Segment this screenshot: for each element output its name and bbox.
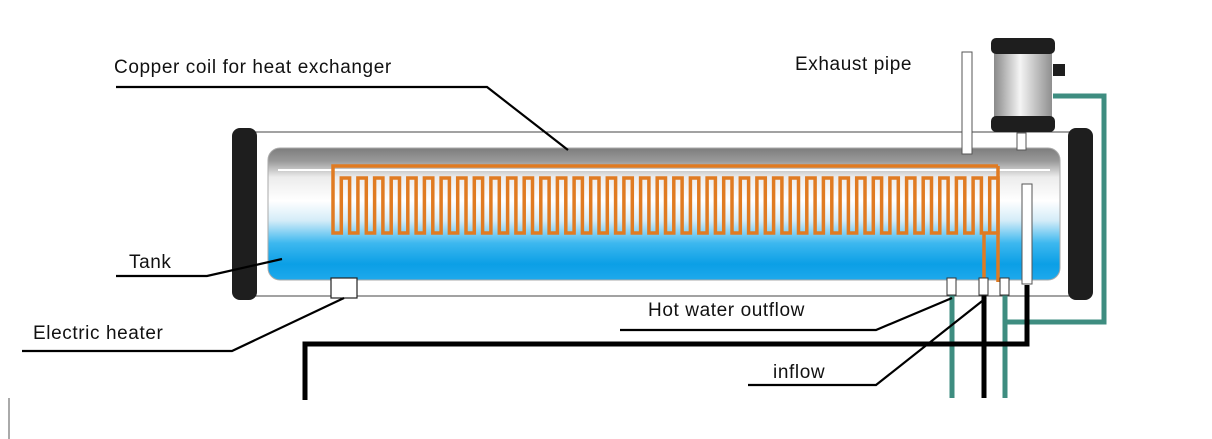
label-inflow: inflow xyxy=(773,362,825,383)
expansion-tank-bottom-cap xyxy=(991,116,1055,132)
exhaust-pipe xyxy=(961,51,973,155)
expansion-tank-body xyxy=(994,52,1052,118)
leader-hot-water-outflow xyxy=(620,296,953,332)
heat-exchanger-coil xyxy=(331,164,1000,235)
expansion-tank-top-cap xyxy=(991,38,1055,54)
leader-copper-coil xyxy=(116,85,569,151)
electric-heater-box xyxy=(330,277,358,299)
leader-inflow xyxy=(748,297,987,387)
leader-electric-heater xyxy=(22,297,345,353)
green-pipe-loop xyxy=(1005,93,1107,325)
tank-end-cap-right xyxy=(1068,128,1093,300)
label-tank: Tank xyxy=(129,252,172,273)
tank-end-cap-left xyxy=(232,128,257,300)
label-copper-coil: Copper coil for heat exchanger xyxy=(114,57,392,78)
pipe-connector-1 xyxy=(946,277,957,296)
expansion-tank-nozzle xyxy=(1053,64,1065,76)
leader-tank xyxy=(116,257,283,278)
expansion-tank-connector xyxy=(1016,132,1027,151)
pipe-connector-2 xyxy=(978,277,989,296)
label-hot-water-outflow: Hot water outflow xyxy=(648,300,805,321)
pipe-connector-3 xyxy=(999,277,1010,296)
inner-vertical-pipe xyxy=(1021,183,1033,285)
black-pipe-loop xyxy=(302,285,1030,400)
label-electric-heater: Electric heater xyxy=(33,323,164,344)
label-exhaust-pipe: Exhaust pipe xyxy=(795,54,912,75)
